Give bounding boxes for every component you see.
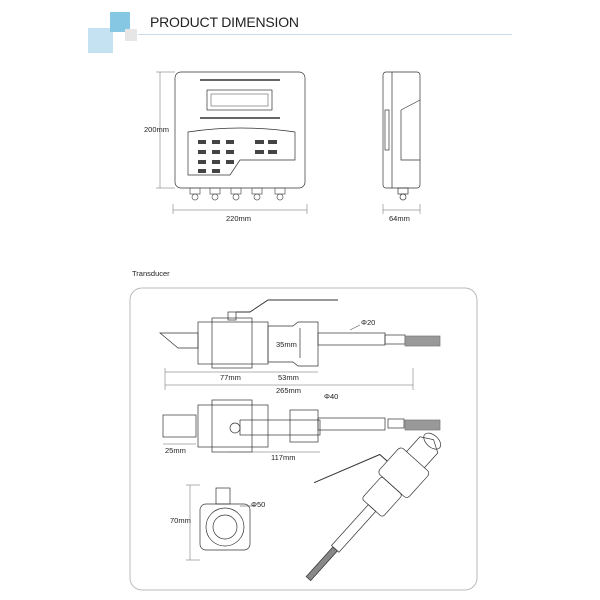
transducer-side-view xyxy=(159,299,441,390)
device-height-label: 200mm xyxy=(144,125,170,134)
transducer-top-view xyxy=(162,399,441,453)
device-side-view xyxy=(382,71,421,214)
device-width-label: 220mm xyxy=(226,214,252,223)
page-title: PRODUCT DIMENSION xyxy=(150,14,299,30)
valve-height-label: 70mm xyxy=(170,516,191,525)
device-front-view xyxy=(156,71,308,214)
transducer-3d-view xyxy=(305,432,442,582)
transducer-frame xyxy=(129,287,478,591)
valve-front-view xyxy=(186,484,256,561)
tip-length-label: 25mm xyxy=(165,446,186,455)
total-length-label: 265mm xyxy=(276,386,302,395)
valve-length-label: 77mm xyxy=(220,373,241,382)
coupling-height-label: 35mm xyxy=(276,340,297,349)
valve-diameter-label: Φ50 xyxy=(251,500,266,509)
header-decor-square-light xyxy=(88,28,113,53)
transducer-section-title: Transducer xyxy=(132,269,170,278)
coupling-length-label: 53mm xyxy=(278,373,299,382)
device-depth-label: 64mm xyxy=(389,214,410,223)
header-decor-square-blue xyxy=(110,12,130,32)
title-underline xyxy=(138,34,512,35)
body-diameter-label: Φ40 xyxy=(324,392,339,401)
rod-diameter-label: Φ20 xyxy=(361,318,376,327)
insert-length-label: 117mm xyxy=(271,453,296,462)
header-decor-square-gray xyxy=(125,29,137,41)
